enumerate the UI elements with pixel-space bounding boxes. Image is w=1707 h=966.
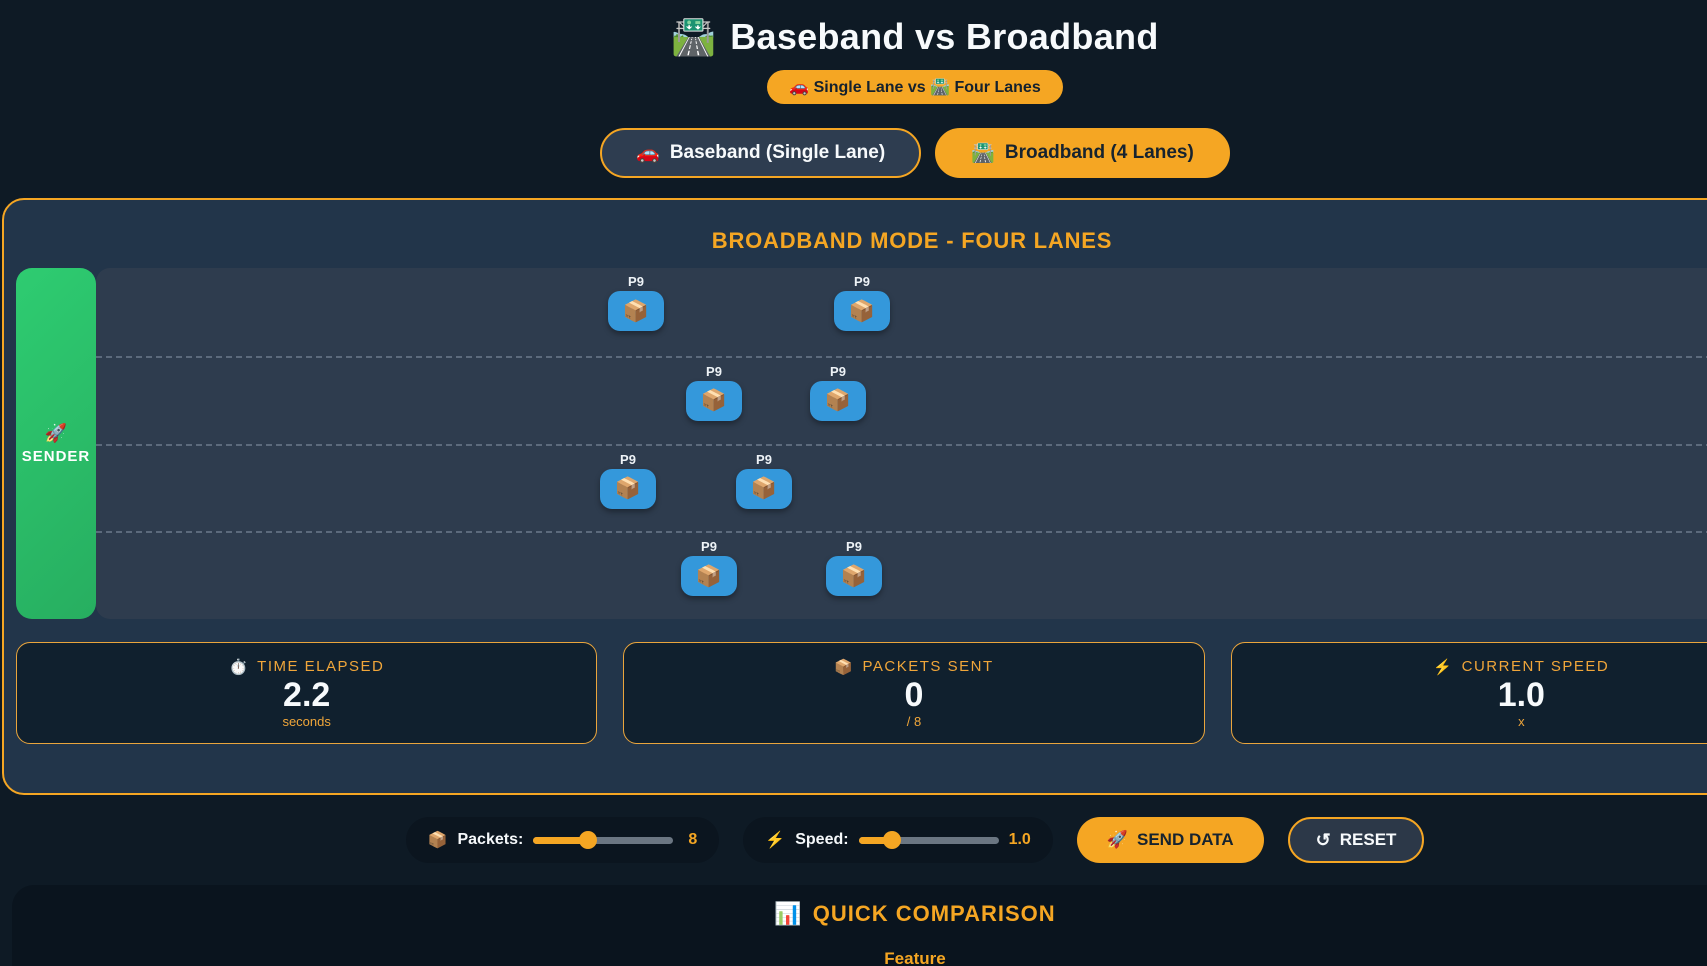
packet: P9 📦: [834, 275, 890, 331]
motorway-icon: 🛣️: [971, 143, 995, 164]
controls-bar: 📦 Packets: 8 ⚡ Speed: 1.0 🚀 SEND DATA: [0, 817, 1707, 863]
sender-label: SENDER: [21, 447, 91, 465]
current-speed-label: CURRENT SPEED: [1461, 658, 1610, 676]
packet: P9 📦: [810, 365, 866, 421]
packet-box: 📦: [736, 468, 792, 509]
packets-sent-label: PACKETS SENT: [862, 658, 994, 676]
packets-slider-value: 8: [688, 831, 698, 848]
speed-slider[interactable]: [858, 831, 999, 849]
packet-label: P9: [854, 274, 870, 289]
packet-label: P9: [706, 363, 722, 379]
reset-button[interactable]: ↺ RESET: [1287, 817, 1425, 863]
packets-control: 📦 Packets: 8: [405, 817, 720, 863]
lane: P9 📦 P9 📦: [96, 531, 1707, 619]
lane: P9 📦 P9 📦: [96, 443, 1707, 532]
package-icon: 📦: [695, 564, 723, 588]
rocket-icon: 🚀: [44, 422, 68, 443]
package-icon: 📦: [700, 389, 728, 413]
mode-switcher: 🚗 Baseband (Single Lane) 🛣️ Broadband (4…: [0, 128, 1707, 178]
send-data-button[interactable]: 🚀 SEND DATA: [1076, 817, 1264, 863]
package-icon: 📦: [614, 477, 642, 500]
comparison-feature-header: Feature: [884, 949, 946, 966]
packet-label: P9: [701, 539, 717, 555]
package-icon: 📦: [834, 658, 855, 676]
packet: P9 📦: [608, 275, 664, 331]
rocket-icon: 🚀: [1106, 830, 1128, 849]
package-icon: 📦: [427, 832, 448, 849]
lightning-icon: ⚡: [1433, 658, 1454, 676]
current-speed-card: ⚡ CURRENT SPEED 1.0 x: [1230, 642, 1707, 744]
sender-block: 🚀 SENDER: [16, 268, 96, 619]
page-title: Baseband vs Broadband: [730, 16, 1159, 57]
slider-track: [533, 837, 674, 844]
package-icon: 📦: [848, 299, 876, 323]
slider-track: [858, 837, 999, 844]
current-speed-value: 1.0: [1497, 675, 1545, 714]
lanes-container: P9 📦 P9 📦 P9 📦 P9 📦 P9 📦 P9 📦 P9 📦 P9 📦: [96, 268, 1707, 619]
speed-slider-label: Speed:: [795, 831, 849, 848]
slider-fill: [858, 837, 893, 844]
packet: P9 📦: [736, 453, 792, 509]
packet-label: P9: [756, 451, 772, 467]
time-elapsed-label: TIME ELAPSED: [257, 658, 385, 676]
package-icon: 📦: [840, 564, 868, 588]
packet: P9 📦: [681, 539, 737, 597]
lightning-icon: ⚡: [765, 832, 786, 849]
stats-row: ⏱️ TIME ELAPSED 2.2 seconds 📦 PACKETS SE…: [16, 642, 1707, 744]
packet-label: P9: [620, 451, 636, 467]
simulation-panel: BROADBAND MODE - FOUR LANES 🚀 SENDER P9 📦…: [2, 198, 1707, 795]
car-icon: 🚗: [636, 143, 660, 164]
current-speed-unit: x: [1518, 714, 1525, 730]
packet: P9 📦: [600, 453, 656, 509]
reset-icon: ↺: [1315, 830, 1331, 850]
broadband-mode-label: Broadband (4 Lanes): [1004, 142, 1194, 163]
lane: P9 📦 P9 📦: [96, 355, 1707, 444]
header: 🛣️ Baseband vs Broadband 🚗 Single Lane v…: [0, 0, 1707, 178]
packet-box: 📦: [600, 468, 656, 509]
packet-box: 📦: [686, 380, 742, 421]
packet-label: P9: [846, 539, 862, 555]
speed-control: ⚡ Speed: 1.0: [743, 817, 1053, 863]
package-icon: 📦: [824, 389, 852, 413]
bar-chart-icon: 📊: [774, 901, 803, 926]
packet-box: 📦: [608, 291, 664, 331]
reset-label: RESET: [1339, 830, 1397, 849]
packet-label: P9: [628, 274, 644, 289]
slider-thumb[interactable]: [578, 831, 597, 849]
subtitle-badge: 🚗 Single Lane vs 🛣️ Four Lanes: [767, 70, 1063, 104]
slider-fill: [533, 837, 588, 844]
packets-slider[interactable]: [533, 831, 674, 849]
send-data-label: SEND DATA: [1137, 830, 1234, 849]
packet-box: 📦: [810, 380, 866, 421]
baseband-mode-label: Baseband (Single Lane): [669, 142, 886, 163]
baseband-mode-button[interactable]: 🚗 Baseband (Single Lane): [600, 128, 922, 178]
package-icon: 📦: [750, 477, 778, 500]
packets-sent-total: / 8: [906, 714, 922, 730]
time-elapsed-unit: seconds: [282, 714, 331, 730]
packet: P9 📦: [686, 365, 742, 421]
speed-slider-value: 1.0: [1008, 831, 1031, 848]
transmission-track: 🚀 SENDER P9 📦 P9 📦 P9 📦 P9 📦 P9 📦 P9 📦 P9 📦 P9 📦: [16, 268, 1707, 619]
packet-box: 📦: [681, 556, 737, 597]
quick-comparison-section: 📊 QUICK COMPARISON Feature: [12, 885, 1707, 966]
packets-sent-card: 📦 PACKETS SENT 0 / 8: [623, 642, 1205, 744]
stopwatch-icon: ⏱️: [228, 658, 250, 676]
quick-comparison-title: QUICK COMPARISON: [812, 901, 1056, 926]
slider-thumb[interactable]: [883, 831, 902, 849]
packet-box: 📦: [826, 556, 882, 597]
time-elapsed-value: 2.2: [283, 675, 331, 714]
title-row: 🛣️ Baseband vs Broadband: [0, 16, 1707, 58]
motorway-icon: 🛣️: [671, 16, 717, 57]
package-icon: 📦: [622, 299, 650, 323]
lane: P9 📦 P9 📦: [96, 268, 1707, 356]
packet-box: 📦: [834, 291, 890, 331]
packets-sent-value: 0: [904, 675, 924, 714]
simulation-mode-title: BROADBAND MODE - FOUR LANES: [711, 228, 1113, 253]
time-elapsed-card: ⏱️ TIME ELAPSED 2.2 seconds: [16, 642, 598, 744]
packets-slider-label: Packets:: [457, 831, 524, 848]
packet-label: P9: [830, 363, 846, 379]
broadband-mode-button[interactable]: 🛣️ Broadband (4 Lanes): [935, 128, 1230, 178]
packet: P9 📦: [826, 539, 882, 597]
